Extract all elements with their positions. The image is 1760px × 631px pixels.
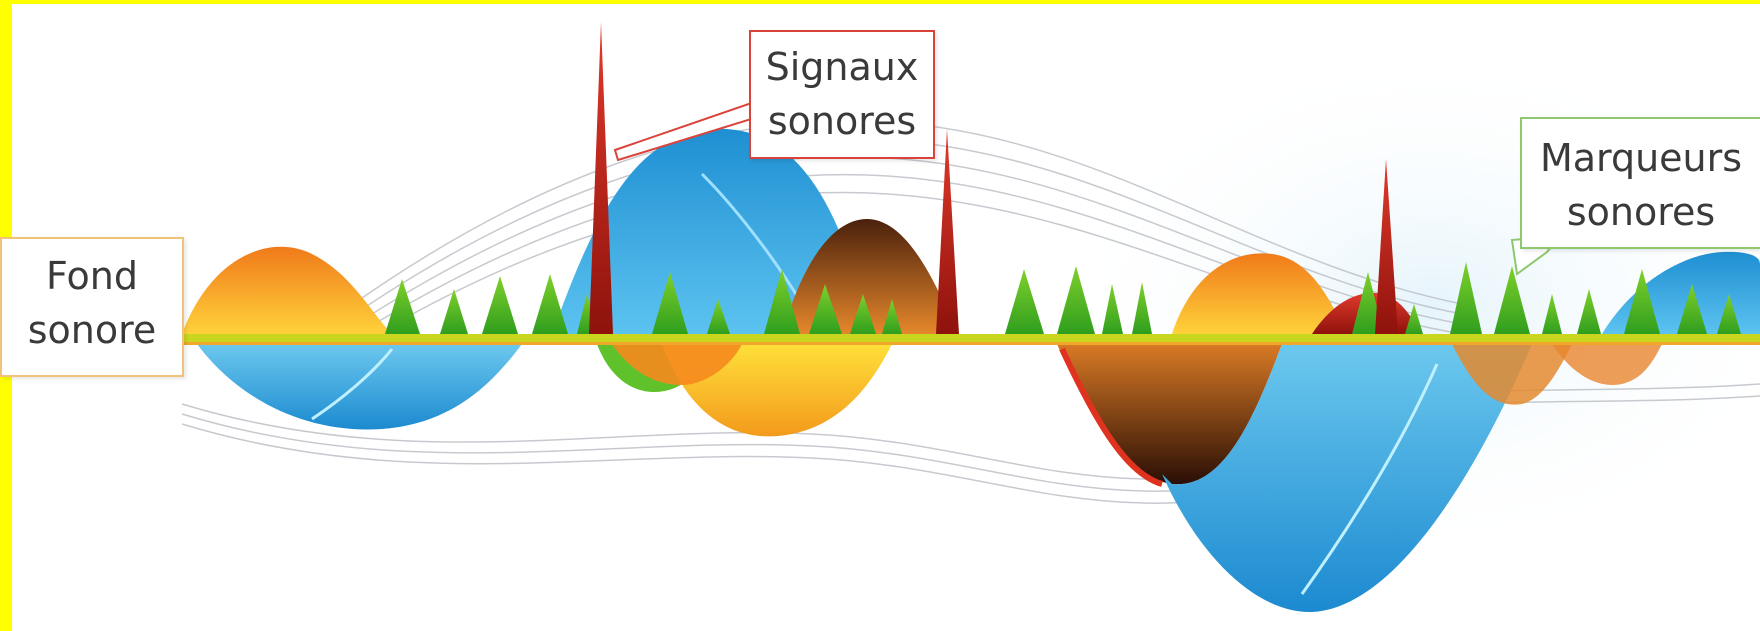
blue-wave-top bbox=[552, 128, 872, 334]
signaux-line1: Signaux bbox=[765, 45, 919, 89]
fond-sonore-label: Fond sonore bbox=[0, 237, 184, 377]
orange-wave-bottom bbox=[612, 344, 742, 385]
red-edge-bottom bbox=[1059, 347, 1163, 487]
soundscape-illustration bbox=[181, 22, 1760, 613]
fond-line1: Fond bbox=[46, 254, 138, 298]
fond-line2: sonore bbox=[27, 308, 157, 352]
orange-wave-left bbox=[182, 246, 392, 334]
red-signal-spikes bbox=[589, 22, 1398, 334]
marqueurs-line1: Marqueurs bbox=[1539, 136, 1743, 180]
signaux-sonores-label: Signaux sonores bbox=[749, 30, 935, 159]
blue-bottom-highlight bbox=[311, 348, 394, 421]
baseline bbox=[182, 334, 1760, 344]
signaux-line2: sonores bbox=[767, 99, 917, 143]
marqueurs-line2: sonores bbox=[1566, 190, 1716, 234]
brown-wave-bottom bbox=[1057, 344, 1282, 485]
orange-wave-right bbox=[1172, 253, 1347, 334]
orange-wave-bottom-right bbox=[1452, 344, 1572, 405]
blue-highlight bbox=[700, 172, 804, 305]
baseline-shadow bbox=[182, 342, 1760, 345]
orange-wave-bottom-far-right bbox=[1552, 344, 1662, 385]
marqueurs-sonores-label: Marqueurs sonores bbox=[1520, 117, 1760, 249]
blue-wave-bottom-right bbox=[1162, 344, 1532, 613]
blue-bottom-right-highlight bbox=[1300, 363, 1439, 595]
blue-wave-bottom-left bbox=[197, 344, 522, 430]
